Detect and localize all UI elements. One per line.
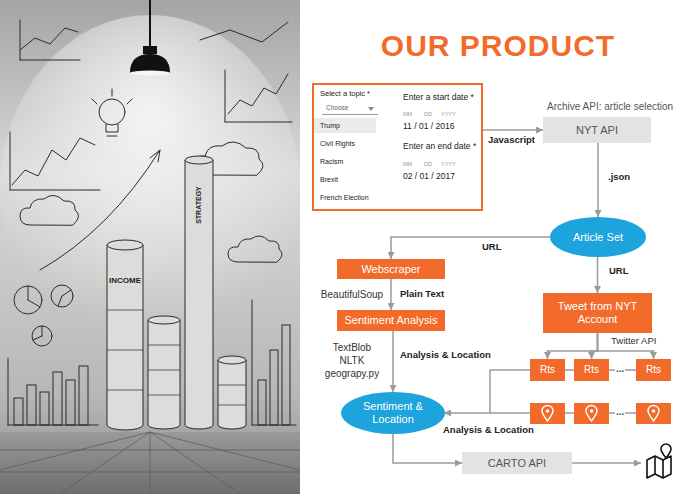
connector bbox=[393, 434, 462, 463]
form-text: MM bbox=[403, 111, 412, 117]
annotation: geograpy.py bbox=[325, 368, 379, 380]
form-text: MM bbox=[403, 161, 412, 167]
input-form: Select a topic * ChooseTrumpCivil RightsR… bbox=[312, 83, 483, 211]
edge-label: URL bbox=[609, 266, 629, 277]
form-text: DD bbox=[424, 161, 432, 167]
dropdown-caret bbox=[368, 107, 374, 111]
title: OUR PRODUCT bbox=[381, 29, 615, 64]
connector bbox=[597, 143, 599, 217]
form-text: Racism bbox=[320, 158, 343, 166]
form-text: Choose bbox=[326, 104, 348, 111]
node-label: Rts bbox=[584, 364, 599, 376]
annotation: ... bbox=[615, 406, 625, 418]
form-text: Select a topic * bbox=[320, 90, 370, 99]
edge-label: Plain Text bbox=[400, 289, 444, 300]
node-label: CARTO API bbox=[488, 457, 546, 470]
node-label: Article Set bbox=[573, 231, 623, 244]
retweet-box: Rts bbox=[574, 359, 609, 381]
annotation: Twitter API bbox=[611, 336, 656, 347]
form-text: Brexit bbox=[320, 176, 338, 184]
retweet-box: Rts bbox=[636, 359, 671, 381]
annotation: NLTK bbox=[340, 355, 365, 367]
form-text: French Election bbox=[320, 194, 369, 202]
node-label: NYT API bbox=[576, 124, 618, 137]
annotation: Analysis & Location bbox=[443, 425, 534, 436]
location-pin-box bbox=[530, 403, 671, 424]
node-label: Rts bbox=[646, 364, 661, 376]
form-text: Enter a start date * bbox=[403, 93, 474, 103]
annotation: STRATEGY bbox=[195, 186, 203, 224]
connector bbox=[391, 237, 550, 259]
edge-label: Analysis & Location bbox=[400, 350, 491, 361]
connector bbox=[390, 279, 392, 310]
node-label: Webscraper bbox=[361, 263, 420, 276]
annotation: ... bbox=[615, 363, 625, 375]
connector bbox=[548, 333, 598, 359]
process-box: Tweet from NYT Account bbox=[543, 293, 652, 333]
annotation: TextBlob bbox=[333, 342, 371, 354]
process-box: Sentiment Analysis bbox=[337, 310, 445, 331]
edge-label: .json bbox=[608, 172, 630, 183]
form-text: YYYY bbox=[441, 111, 456, 117]
connector bbox=[597, 257, 599, 293]
edge-label: URL bbox=[482, 242, 502, 253]
node-label: Tweet from NYT Account bbox=[554, 300, 642, 325]
api-box: Archive API: article selectionNYT API bbox=[543, 117, 651, 143]
data-ellipse: Article Set bbox=[550, 217, 646, 257]
node-label: Rts bbox=[540, 364, 555, 376]
form-text: Trump bbox=[320, 122, 340, 130]
form-text: Enter an end date * bbox=[403, 142, 476, 152]
retweet-box: Rts bbox=[530, 359, 565, 381]
node-label: Sentiment Analysis bbox=[345, 314, 438, 327]
form-text: Civil Rights bbox=[320, 140, 355, 148]
edge-label: Javascript bbox=[488, 135, 535, 146]
node-heading: Archive API: article selection bbox=[547, 101, 673, 113]
form-text: DD bbox=[424, 111, 432, 117]
api-box: CARTO API bbox=[462, 452, 572, 474]
connector bbox=[483, 129, 543, 131]
form-text: 11 / 01 / 2016 bbox=[403, 122, 454, 132]
annotation: BeautifulSoup bbox=[321, 289, 383, 301]
process-box: Webscraper bbox=[337, 259, 445, 279]
node-label: Sentiment & Location bbox=[357, 400, 429, 425]
annotation: INCOME bbox=[109, 276, 141, 285]
map-icon bbox=[647, 444, 671, 478]
connector bbox=[592, 333, 598, 359]
data-ellipse: Sentiment & Location bbox=[341, 392, 445, 434]
dropdown-underline bbox=[322, 114, 378, 115]
connector bbox=[392, 331, 394, 392]
form-text: YYYY bbox=[441, 161, 456, 167]
form-text: 02 / 01 / 2017 bbox=[403, 172, 455, 182]
